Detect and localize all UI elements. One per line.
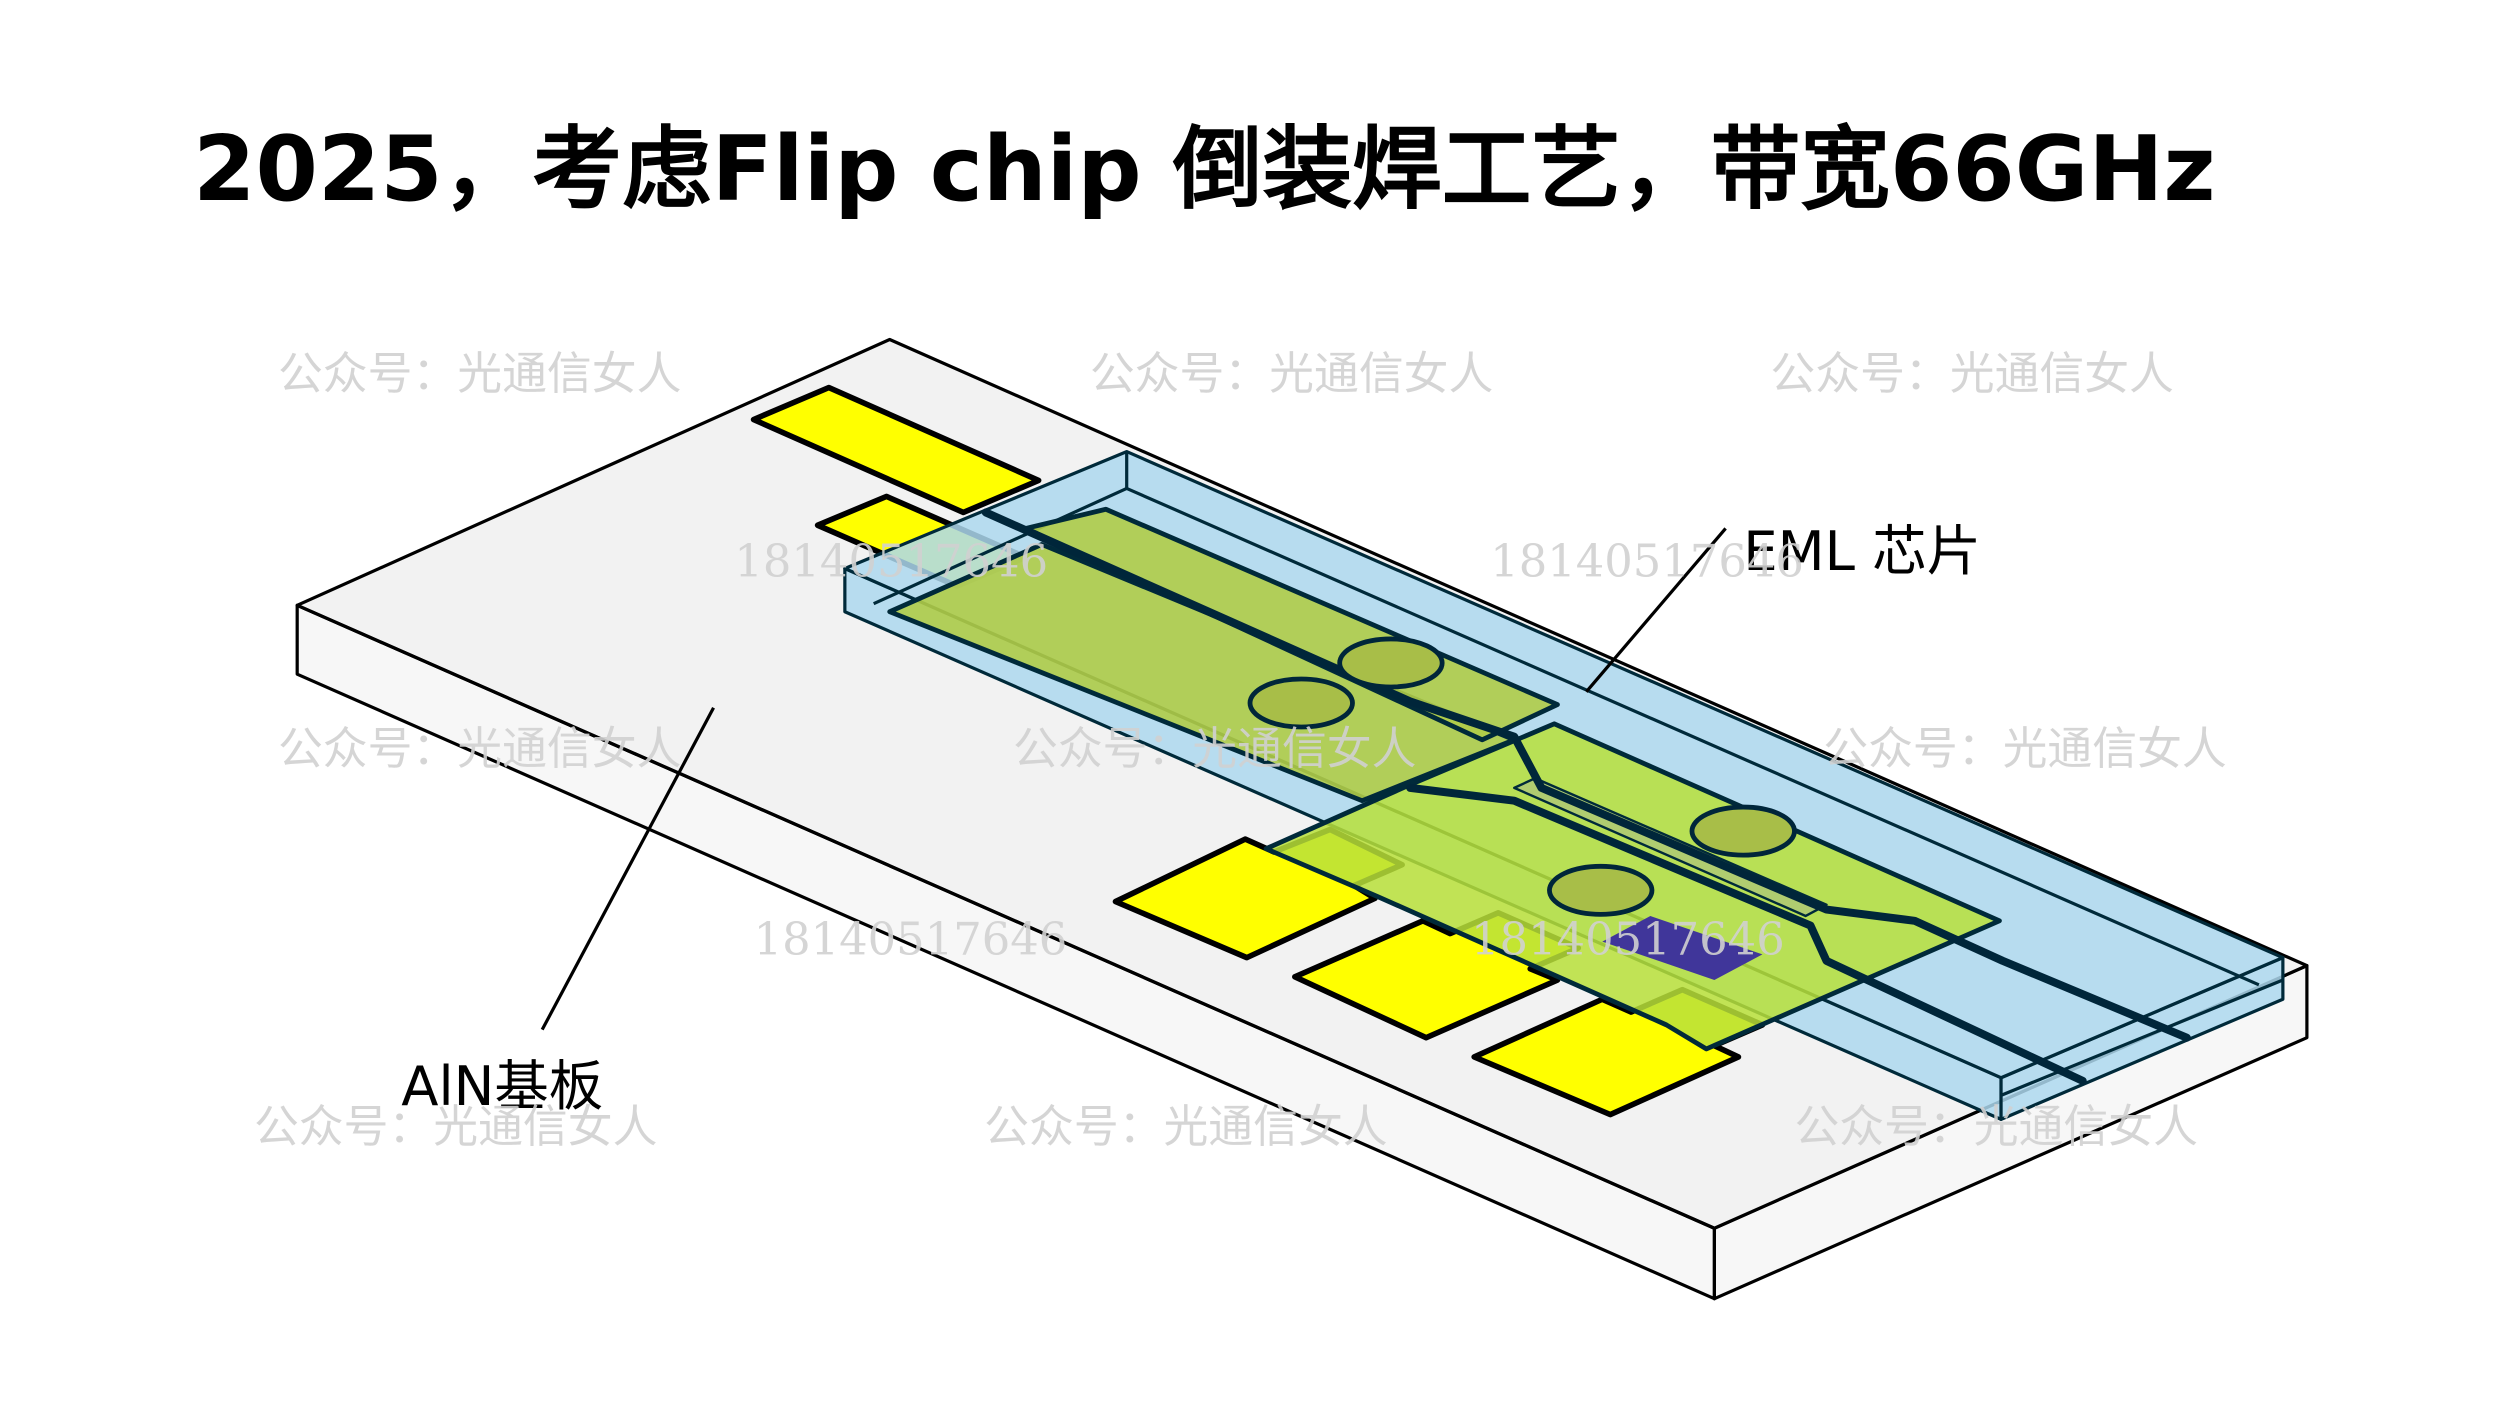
watermark-account: 公众号：光通信女人 — [278, 722, 681, 775]
active-region — [1602, 915, 1763, 981]
watermark-phone: 18140517646 — [754, 912, 1068, 965]
watermark-account: 公众号：光通信女人 — [1090, 347, 1493, 400]
substrate-edge — [296, 603, 1716, 1230]
substrate-label: AlN基板 — [401, 1054, 603, 1118]
watermark-account: 公众号：光通信女人 — [1823, 722, 2226, 775]
watermark-account: 公众号：光通信女人 — [984, 1100, 1387, 1153]
watermark-phone: 18140517646 — [1490, 534, 1804, 587]
substrate-leader-line — [540, 707, 715, 1031]
aln-substrate — [295, 337, 2309, 1301]
solder-bumps — [1247, 636, 1797, 917]
watermark-account: 公众号：光通信女人 — [254, 1100, 657, 1153]
watermark-account: 公众号：光通信女人 — [1770, 347, 2173, 400]
page-title: 2025，考虑Flip chip 倒装焊工艺，带宽66GHz — [193, 118, 2216, 222]
pad-strip-top — [750, 384, 1042, 516]
watermark-account: 公众号：光通信女人 — [1013, 722, 1416, 775]
watermark-phone: 18140517646 — [1471, 912, 1785, 965]
traces — [981, 508, 2191, 1085]
watermarks: 公众号：光通信女人 公众号：光通信女人 公众号：光通信女人 1814051764… — [254, 347, 2227, 1153]
watermark-phone: 18140517646 — [734, 534, 1048, 587]
watermark-account: 公众号：光通信女人 — [1794, 1100, 2197, 1153]
watermark-account: 公众号：光通信女人 — [278, 347, 681, 400]
chip-leader-line — [1585, 527, 1727, 693]
chip-label: EML 芯片 — [1743, 519, 1981, 583]
